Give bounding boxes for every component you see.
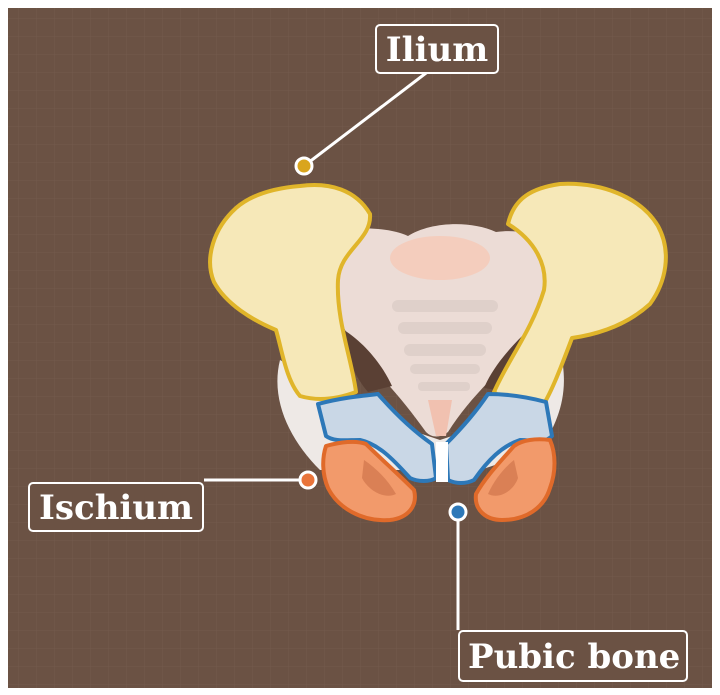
- ischium-label: Ischium: [28, 482, 204, 532]
- ischium-marker-dot: [300, 472, 316, 488]
- pubic-marker-dot: [450, 504, 466, 520]
- ilium-marker-dot: [296, 158, 312, 174]
- pubic-bone-label: Pubic bone: [458, 630, 688, 682]
- pubic-symphysis: [436, 442, 448, 482]
- ilium-label: Ilium: [375, 24, 499, 74]
- sacrum-top: [390, 236, 490, 280]
